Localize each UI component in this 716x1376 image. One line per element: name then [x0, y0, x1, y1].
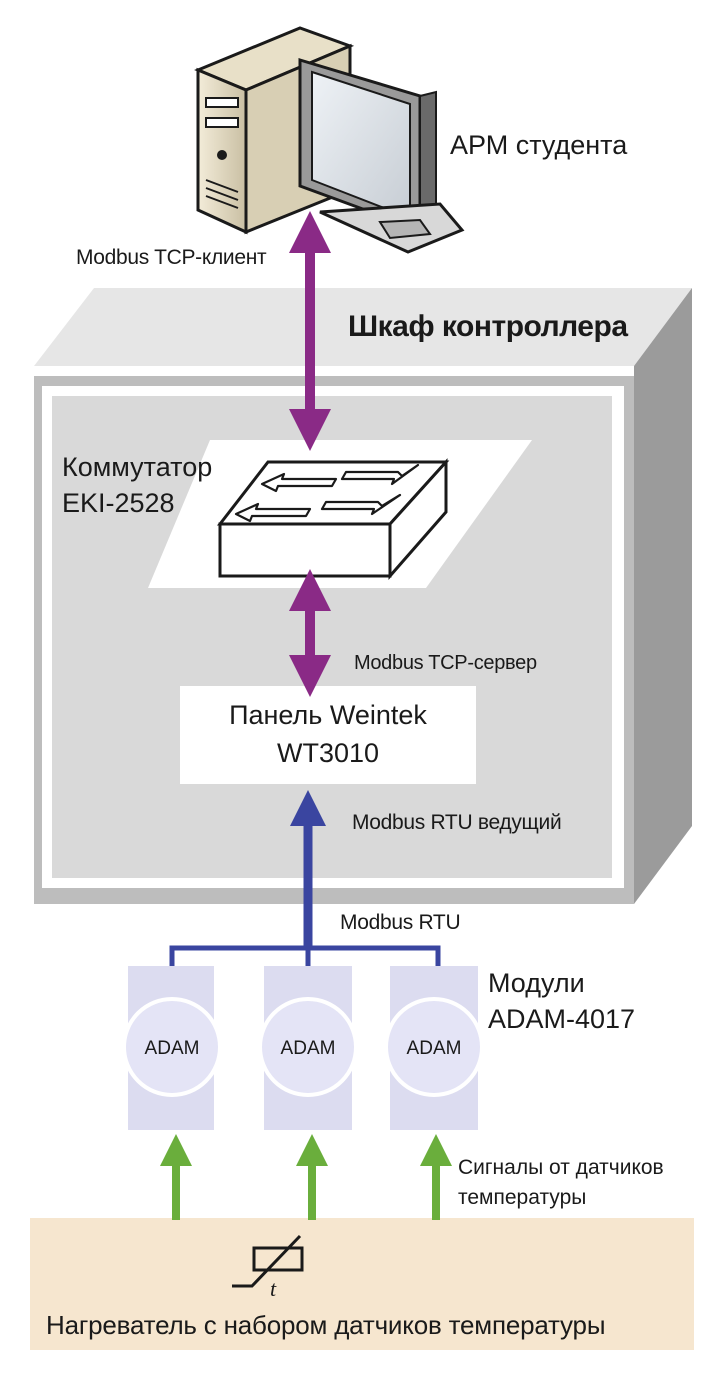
adam-module: ADAM	[122, 966, 222, 1130]
switch-label-line1: Коммутатор	[62, 452, 213, 482]
cabinet-title: Шкаф контроллера	[348, 310, 628, 343]
modules-label-line2: ADAM-4017	[488, 1004, 636, 1034]
adam-module-label: ADAM	[281, 1038, 336, 1059]
switch-label-line2: EKI-2528	[62, 488, 175, 518]
adam-module-label: ADAM	[407, 1038, 462, 1059]
controller-cabinet	[34, 288, 692, 904]
signal-label-line1: Сигналы от датчиков	[458, 1156, 664, 1179]
tcp-server-label: Modbus TCP-сервер	[354, 652, 537, 674]
modules-label-line1: Модули	[488, 968, 585, 998]
signal-label-line2: температуры	[458, 1186, 587, 1209]
thermistor-symbol: t	[270, 1276, 277, 1301]
heater-label: Нагреватель с набором датчиков температу…	[46, 1310, 606, 1340]
heater-strip	[30, 1218, 694, 1350]
adam-module: ADAM	[384, 966, 484, 1130]
network-switch-icon	[148, 440, 532, 588]
tcp-client-label: Modbus TCP-клиент	[76, 246, 267, 269]
thermistor-icon	[232, 1234, 304, 1288]
rtu-bus	[169, 945, 441, 968]
panel-label-line2: WT3010	[276, 738, 380, 768]
computer-icon	[194, 26, 465, 254]
workstation-label: АРМ студента	[450, 130, 628, 160]
adam-module: ADAM	[258, 966, 358, 1130]
panel-label-line1: Панель Weintek	[229, 700, 427, 730]
rtu-master-label: Modbus RTU ведущий	[352, 811, 562, 834]
adam-module-label: ADAM	[145, 1038, 200, 1059]
rtu-bus-label: Modbus RTU	[340, 911, 461, 934]
panel-box	[180, 686, 476, 784]
